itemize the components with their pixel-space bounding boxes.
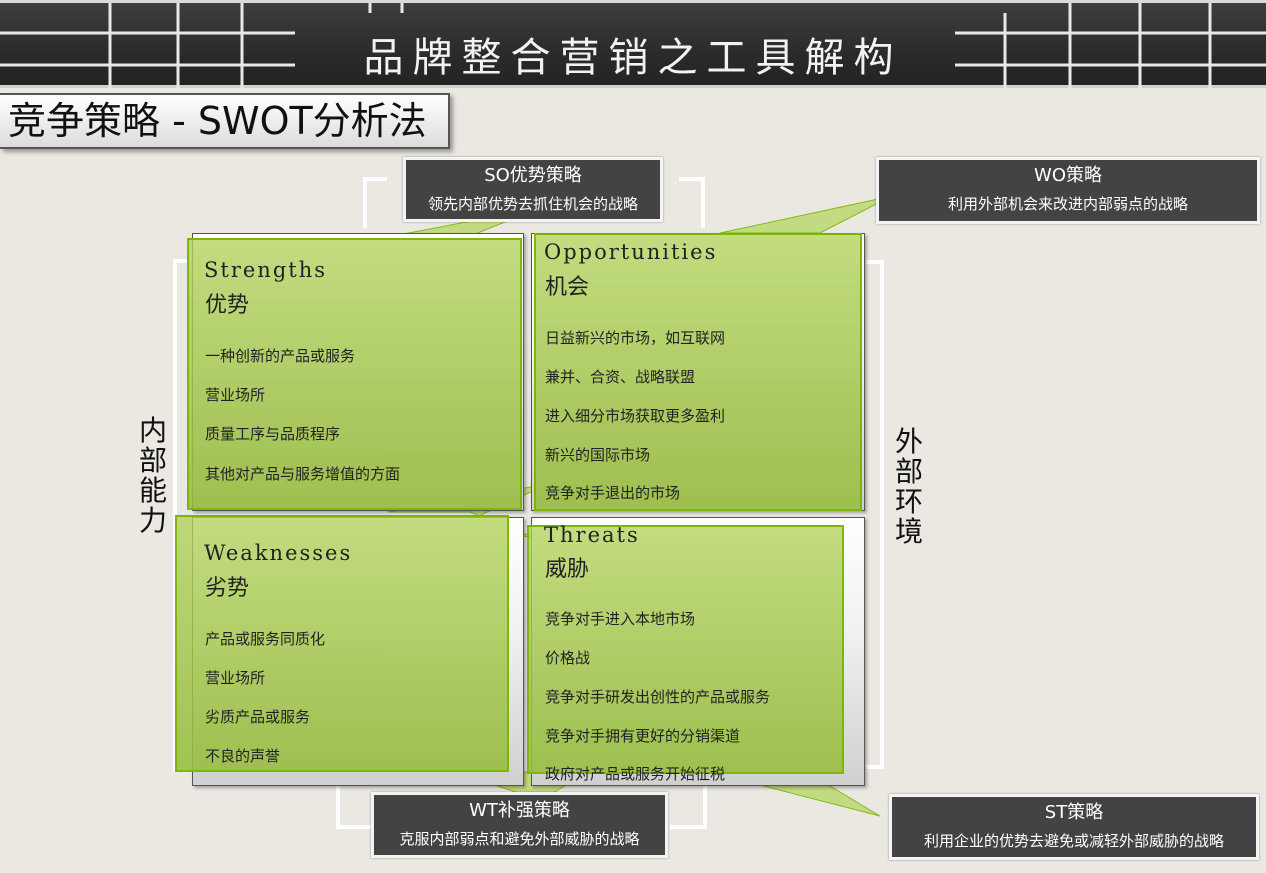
opportunities-item: 进入细分市场获取更多盈利 <box>545 407 726 425</box>
st-strategy-title: ST策略 <box>1044 802 1104 823</box>
header-grid-decoration <box>0 3 1266 91</box>
weaknesses-item: 产品或服务同质化 <box>205 630 326 648</box>
threats-heading-en: Threats <box>544 523 640 547</box>
st-strategy-box: ST策略 利用企业的优势去避免或减轻外部威胁的战略 <box>889 794 1259 860</box>
wo-strategy-title: WO策略 <box>1034 165 1102 186</box>
threats-item: 竞争对手拥有更好的分销渠道 <box>545 727 741 745</box>
strengths-heading-en: Strengths <box>204 258 327 282</box>
threats-item: 价格战 <box>545 649 591 667</box>
wt-strategy-title: WT补强策略 <box>469 800 570 821</box>
strengths-item: 一种创新的产品或服务 <box>205 347 356 365</box>
opportunities-highlight <box>534 233 862 511</box>
internal-ability-label: 内部能力 <box>138 414 167 537</box>
wt-strategy-box: WT补强策略 克服内部弱点和避免外部威胁的战略 <box>371 792 668 858</box>
wo-strategy-desc: 利用外部机会来改进内部弱点的战略 <box>947 195 1188 213</box>
opportunities-item: 日益新兴的市场，如互联网 <box>545 329 726 347</box>
wo-strategy-box: WO策略 利用外部机会来改进内部弱点的战略 <box>876 157 1260 224</box>
st-strategy-desc: 利用企业的优势去避免或减轻外部威胁的战略 <box>923 832 1224 850</box>
opportunities-item: 新兴的国际市场 <box>545 446 651 464</box>
weaknesses-heading-cn: 劣势 <box>205 576 250 601</box>
weaknesses-item: 劣质产品或服务 <box>205 708 311 726</box>
strengths-highlight <box>187 238 522 510</box>
wt-strategy-desc: 克服内部弱点和避免外部威胁的战略 <box>399 830 640 848</box>
header-title: 品牌整合营销之工具解构 <box>363 35 903 81</box>
strengths-item: 质量工序与品质程序 <box>205 425 341 443</box>
weaknesses-item: 不良的声誉 <box>205 747 281 765</box>
opportunities-heading-en: Opportunities <box>544 240 718 264</box>
so-strategy-title: SO优势策略 <box>484 165 582 186</box>
threats-item: 政府对产品或服务开始征税 <box>545 765 726 783</box>
weaknesses-item: 营业场所 <box>205 669 266 687</box>
threats-heading-cn: 威胁 <box>545 557 590 582</box>
opportunities-item: 竞争对手退出的市场 <box>545 484 681 502</box>
external-environment-label: 外部环境 <box>894 425 923 548</box>
threats-item: 竞争对手进入本地市场 <box>545 610 696 628</box>
strengths-heading-cn: 优势 <box>205 293 250 318</box>
threats-highlight <box>527 525 844 774</box>
header-banner: 品牌整合营销之工具解构 <box>0 0 1266 91</box>
strengths-item: 其他对产品与服务增值的方面 <box>205 465 401 483</box>
weaknesses-heading-en: Weaknesses <box>204 541 353 565</box>
section-title: 竞争策略 - SWOT分析法 <box>0 93 450 149</box>
so-strategy-desc: 领先内部优势去抓住机会的战略 <box>427 195 638 213</box>
so-strategy-box: SO优势策略 领先内部优势去抓住机会的战略 <box>403 157 663 222</box>
threats-item: 竞争对手研发出创性的产品或服务 <box>545 688 771 706</box>
strengths-item: 营业场所 <box>205 386 266 404</box>
weaknesses-highlight <box>175 515 509 772</box>
opportunities-item: 兼并、合资、战略联盟 <box>545 368 696 386</box>
opportunities-heading-cn: 机会 <box>545 275 590 300</box>
